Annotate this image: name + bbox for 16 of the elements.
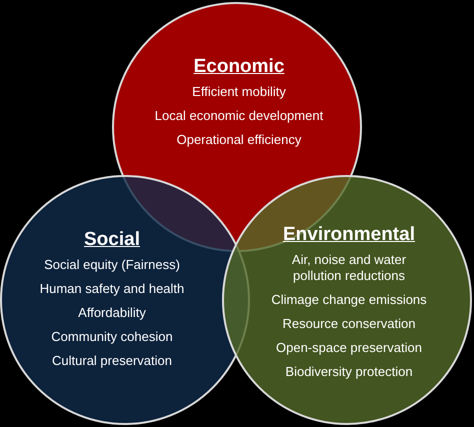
list-item: Community cohesion bbox=[51, 329, 173, 345]
list-item: Cultural preservation bbox=[52, 353, 172, 369]
list-item: Climage change emissions bbox=[271, 292, 427, 308]
list-item: Resource conservation bbox=[282, 316, 416, 332]
list-item: Air, noise and water pollution reductions bbox=[290, 252, 408, 284]
circle-heading: Social bbox=[84, 229, 140, 251]
list-item: Social equity (Fairness) bbox=[44, 257, 180, 273]
list-item: Biodiversity protection bbox=[285, 364, 413, 380]
list-item: Human safety and health bbox=[40, 281, 184, 297]
list-item: Affordability bbox=[78, 305, 146, 321]
circle-heading: Economic bbox=[194, 56, 284, 78]
circle-heading: Environmental bbox=[283, 224, 415, 246]
list-item: Operational efficiency bbox=[176, 132, 302, 148]
list-item: Open-space preservation bbox=[276, 340, 422, 356]
list-item: Efficient mobility bbox=[192, 84, 286, 100]
list-item: Local economic development bbox=[154, 108, 324, 124]
